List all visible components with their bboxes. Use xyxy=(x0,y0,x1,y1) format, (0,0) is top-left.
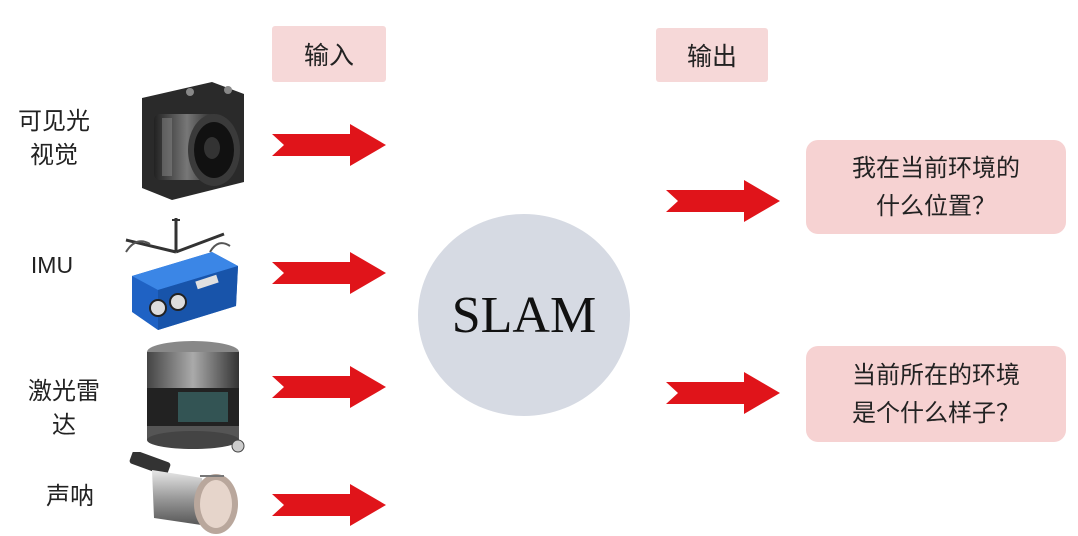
input-arrow xyxy=(272,484,386,526)
output-box-localization: 我在当前环境的 什么位置？ xyxy=(806,140,1066,234)
output-header: 输出 xyxy=(656,28,768,82)
output-box-mapping: 当前所在的环境 是个什么样子？ xyxy=(806,346,1066,442)
imu-icon xyxy=(125,218,238,330)
input-header: 输入 xyxy=(272,26,386,82)
input-arrow xyxy=(272,124,386,166)
slam-label: SLAM xyxy=(451,286,597,344)
sensor-label-camera: 可见光 视觉 xyxy=(18,107,90,169)
input-arrow xyxy=(272,366,386,408)
output-arrow xyxy=(666,372,780,414)
sonar-icon xyxy=(129,452,238,534)
input-arrow xyxy=(272,252,386,294)
slam-node: SLAM xyxy=(418,214,630,416)
sensor-label-imu: IMU xyxy=(30,252,74,278)
camera-icon xyxy=(142,82,244,200)
sensor-label-sonar: 声呐 xyxy=(46,482,94,510)
lidar-icon xyxy=(147,341,245,453)
output-arrow xyxy=(666,180,780,222)
sensor-label-lidar: 激光雷 达 xyxy=(28,377,100,439)
